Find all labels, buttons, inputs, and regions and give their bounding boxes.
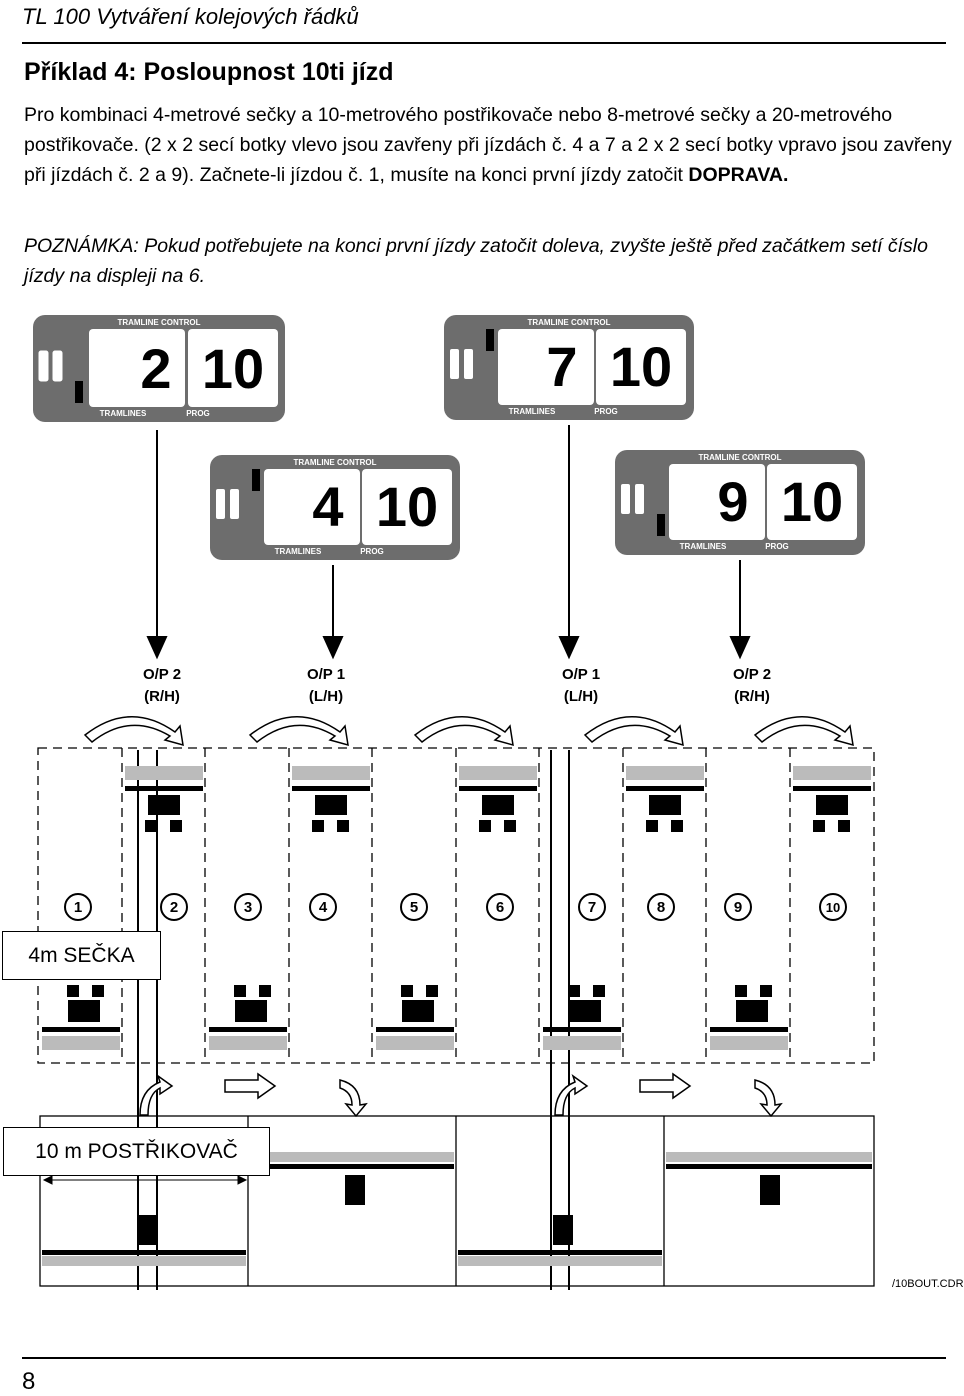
main-paragraph-emphasis: DOPRAVA. bbox=[688, 164, 789, 186]
tramlines-label: TRAMLINES bbox=[509, 407, 556, 416]
output-side: (R/H) bbox=[144, 688, 180, 705]
seed-rows-bottom bbox=[42, 1036, 788, 1050]
note-paragraph: POZNÁMKA: Pokud potřebujete na konci prv… bbox=[24, 235, 928, 287]
output-label-1: O/P 2 (R/H) bbox=[122, 664, 202, 708]
sprayer-label: 10 m POSTŘIKOVAČ bbox=[3, 1127, 270, 1176]
tramline-display-2: TRAMLINE CONTROL 7 10 TRAMLINES PROG bbox=[444, 315, 694, 420]
pass-number: 6 bbox=[496, 899, 504, 916]
pass-number: 4 bbox=[319, 899, 328, 916]
tramline-value: 9 bbox=[717, 470, 748, 533]
sprayer-width-dimension bbox=[42, 1175, 248, 1185]
pass-number-labels: 1 2 3 4 5 6 7 8 9 10 bbox=[74, 899, 840, 916]
output-label-2: O/P 1 (L/H) bbox=[286, 664, 366, 708]
footer-rule bbox=[22, 1357, 946, 1359]
drill-icons-bottom bbox=[42, 985, 788, 1032]
output-side: (L/H) bbox=[563, 688, 599, 705]
pass-number: 8 bbox=[657, 899, 665, 916]
tramline-value: 2 bbox=[140, 337, 171, 400]
pass-number: 5 bbox=[410, 899, 418, 916]
field-lanes bbox=[37, 747, 875, 1064]
display-header: TRAMLINE CONTROL bbox=[117, 318, 200, 327]
section-title: Příklad 4: Posloupnost 10ti jízd bbox=[24, 58, 394, 86]
pass-number: 9 bbox=[734, 899, 742, 916]
seed-rows-top bbox=[125, 766, 871, 780]
output-name: O/P 1 bbox=[561, 666, 601, 683]
display-header: TRAMLINE CONTROL bbox=[698, 453, 781, 462]
pass-number: 3 bbox=[244, 899, 252, 916]
pointer-lines bbox=[146, 425, 751, 660]
spray-pattern bbox=[42, 1152, 872, 1266]
display-header: TRAMLINE CONTROL bbox=[293, 458, 376, 467]
output-side: (L/H) bbox=[308, 688, 344, 705]
output-name: O/P 2 bbox=[142, 666, 182, 683]
prog-label: PROG bbox=[594, 407, 618, 416]
file-reference: /10BOUT.CDR bbox=[892, 1278, 964, 1290]
output-name: O/P 2 bbox=[732, 666, 772, 683]
tramlines-label: TRAMLINES bbox=[275, 547, 322, 556]
tramline-display-4: TRAMLINE CONTROL 9 10 TRAMLINES PROG bbox=[615, 450, 865, 555]
pass-number: 10 bbox=[826, 900, 840, 915]
page-header-title: TL 100 Vytváření kolejových řádků bbox=[22, 4, 359, 29]
pass-number-circles bbox=[64, 893, 847, 921]
output-name: O/P 1 bbox=[306, 666, 346, 683]
drill-icons-top bbox=[125, 786, 871, 832]
display-header: TRAMLINE CONTROL bbox=[527, 318, 610, 327]
tramlines-label: TRAMLINES bbox=[100, 409, 147, 418]
prog-label: PROG bbox=[360, 547, 384, 556]
prog-label: PROG bbox=[765, 542, 789, 551]
output-label-4: O/P 2 (R/H) bbox=[712, 664, 792, 708]
output-label-3: O/P 1 (L/H) bbox=[541, 664, 621, 708]
seed-coulter-icon bbox=[621, 484, 644, 514]
drill-label: 4m SEČKA bbox=[2, 931, 161, 980]
page-number: 8 bbox=[22, 1368, 36, 1395]
pass-number: 1 bbox=[74, 899, 82, 916]
seed-coulter-icon bbox=[216, 489, 239, 519]
output-side: (R/H) bbox=[734, 688, 770, 705]
main-paragraph: Pro kombinaci 4-metrové sečky a 10-metro… bbox=[24, 100, 954, 190]
prog-value: 10 bbox=[781, 470, 843, 533]
sprayer-booms bbox=[42, 1164, 872, 1255]
tramlines-label: TRAMLINES bbox=[680, 542, 727, 551]
tramline-value: 7 bbox=[546, 335, 577, 398]
header-rule bbox=[22, 42, 946, 44]
prog-value: 10 bbox=[610, 335, 672, 398]
turn-arrows-top bbox=[83, 716, 854, 747]
prog-label: PROG bbox=[186, 409, 210, 418]
prog-value: 10 bbox=[202, 337, 264, 400]
pass-number: 7 bbox=[588, 899, 596, 916]
sprayer-direction-arrows bbox=[139, 1072, 783, 1118]
seed-coulter-icon bbox=[38, 350, 63, 382]
pass-number: 2 bbox=[170, 899, 178, 916]
tramline-display-1: TRAMLINE CONTROL 2 10 TRAMLINES PROG bbox=[33, 315, 285, 422]
tramline-display-3: TRAMLINE CONTROL 4 10 TRAMLINES PROG bbox=[210, 455, 460, 560]
main-paragraph-text: Pro kombinaci 4-metrové sečky a 10-metro… bbox=[24, 104, 952, 186]
seed-coulter-icon bbox=[450, 349, 473, 379]
tramline-value: 4 bbox=[312, 475, 343, 538]
prog-value: 10 bbox=[376, 475, 438, 538]
